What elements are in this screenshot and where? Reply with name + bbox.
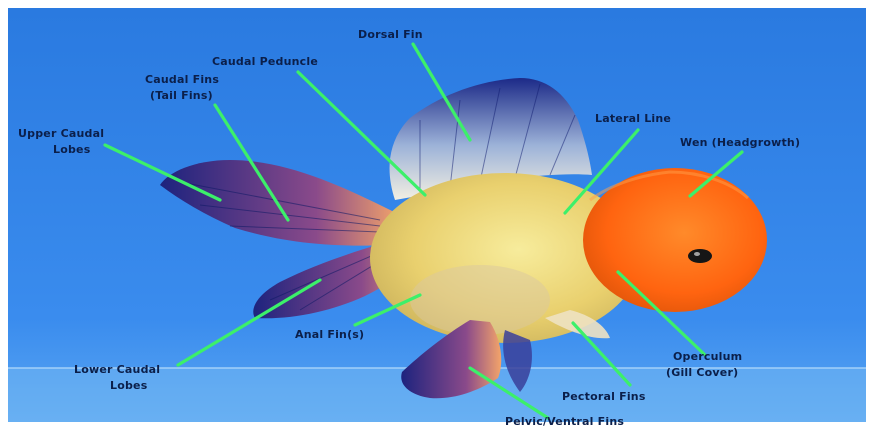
label-caudal-peduncle: Caudal Peduncle bbox=[212, 55, 318, 68]
label-upper-caudal-lobes: Lobes bbox=[53, 143, 91, 156]
label-lower-caudal: Lower Caudal bbox=[74, 363, 160, 376]
label-operculum: Operculum bbox=[673, 350, 742, 363]
label-wen: Wen (Headgrowth) bbox=[680, 136, 800, 149]
label-lateral-line: Lateral Line bbox=[595, 112, 671, 125]
label-lower-caudal-lobes: Lobes bbox=[110, 379, 148, 392]
label-caudal-fins: Caudal Fins bbox=[145, 73, 219, 86]
label-operculum-subtitle: (Gill Cover) bbox=[666, 366, 738, 379]
fish-head bbox=[583, 168, 767, 312]
label-dorsal-fin: Dorsal Fin bbox=[358, 28, 423, 41]
label-upper-caudal: Upper Caudal bbox=[18, 127, 104, 140]
label-anal-fin: Anal Fin(s) bbox=[295, 328, 364, 341]
label-caudal-fins-subtitle: (Tail Fins) bbox=[150, 89, 213, 102]
eye bbox=[688, 249, 712, 263]
label-pectoral-fins: Pectoral Fins bbox=[562, 390, 646, 403]
label-pelvic-fins: Pelvic/Ventral Fins bbox=[505, 415, 624, 428]
